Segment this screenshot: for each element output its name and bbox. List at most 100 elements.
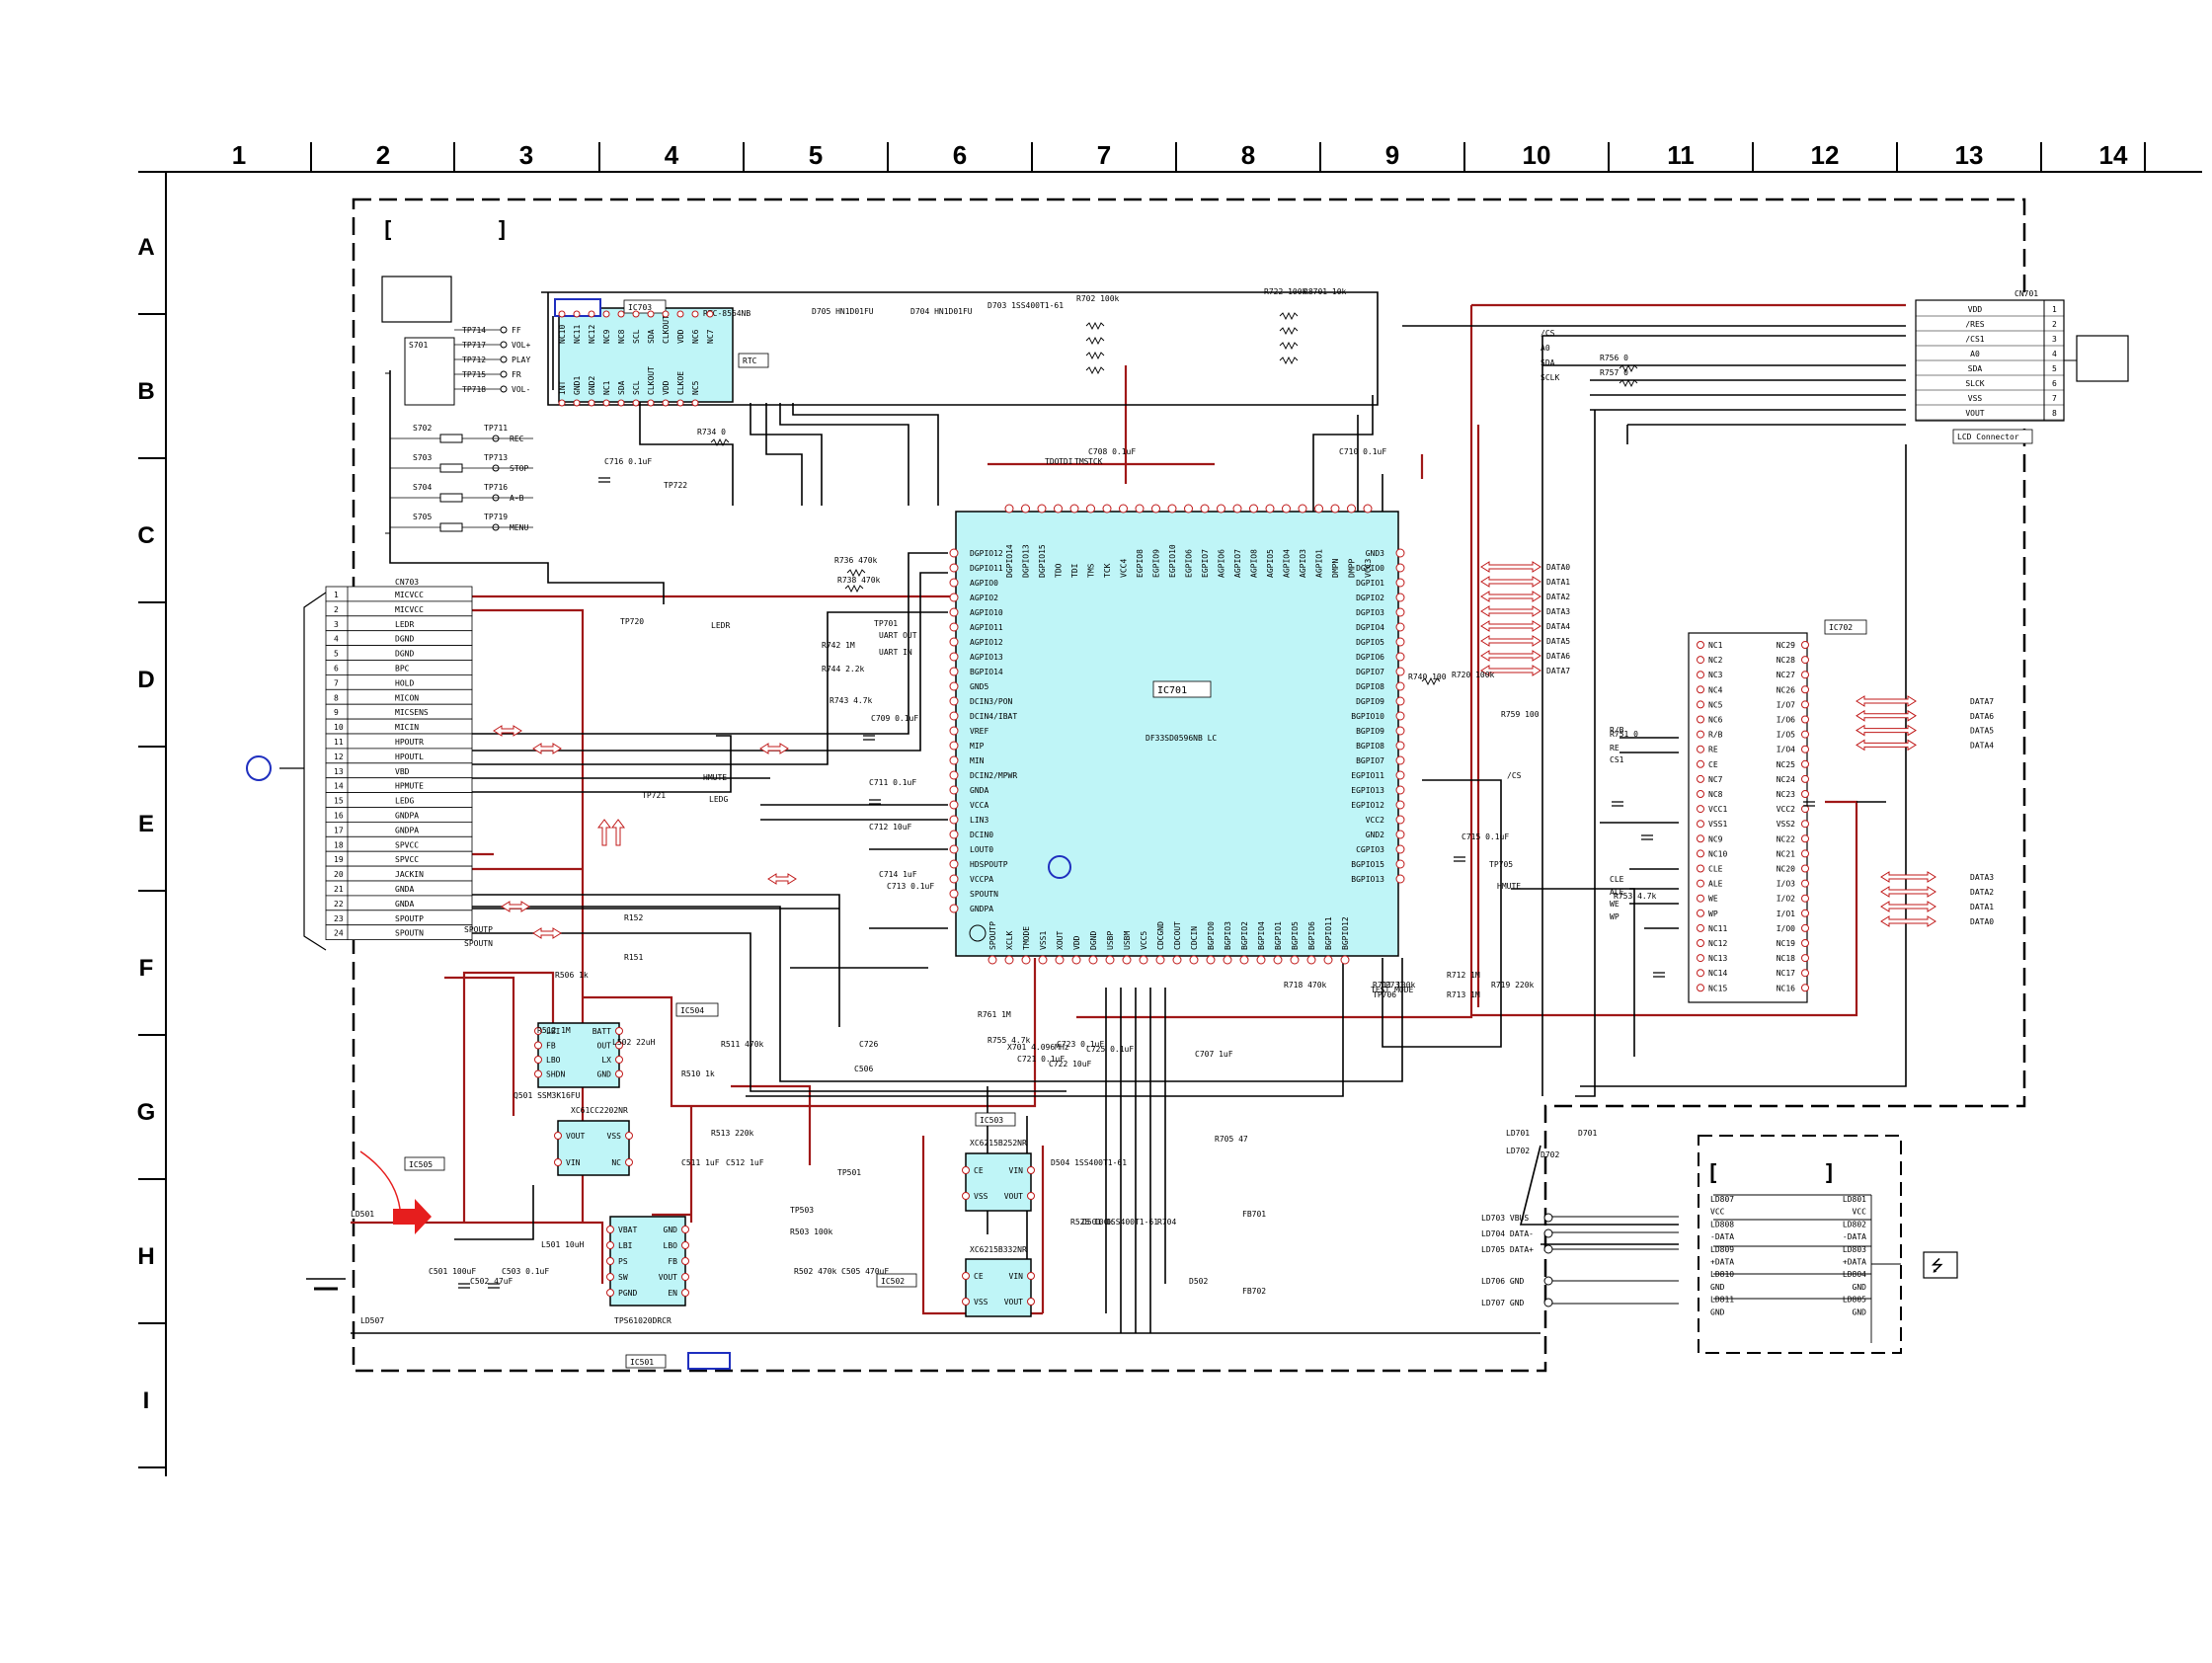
ic703-pin-dot: [662, 399, 670, 407]
ic701-pin-top: AGPIO5: [1266, 549, 1275, 578]
ic701-pin-bottom: USBM: [1123, 931, 1132, 950]
resistor-label: R757 0: [1600, 368, 1628, 377]
bus-arrow: [1856, 709, 1917, 722]
cn703-pin-19: SPVCC: [395, 855, 419, 864]
ic501-pin-right: GND: [664, 1226, 678, 1234]
grid-col-1: 1: [232, 140, 246, 170]
ic702-pin-dot: [1801, 745, 1809, 753]
cn703-pin-number: 23: [334, 914, 344, 923]
ic702-pin-dot: [1697, 954, 1704, 963]
cn701-pin-number: 2: [2052, 320, 2057, 329]
ic703-pin-dot: [588, 310, 595, 318]
signal-arrow: [759, 743, 789, 754]
cn703-pin-number: 12: [334, 752, 344, 761]
part-label: TP501: [837, 1168, 861, 1177]
ic702-pin-dot: [1801, 715, 1809, 724]
cn703-pin-cell: [325, 924, 473, 941]
ic702-pin-dot: [1801, 954, 1809, 963]
ic701-pin-top: AGPIO3: [1299, 549, 1307, 578]
ic701-pin-right: BGPIO7: [1356, 756, 1384, 765]
ic702-pin-left: NC2: [1708, 656, 1723, 665]
ic701-pin-dot: [1298, 504, 1307, 514]
ic703-part: RTC-8564NB: [703, 309, 750, 318]
ic701-pin-right: DGPIO7: [1356, 668, 1384, 676]
red-arrow-indicator: [393, 1199, 432, 1234]
control-signal-label: TMS: [1074, 457, 1089, 466]
ic703-pin: VDD: [662, 380, 671, 395]
resistor-glyph: [844, 584, 864, 594]
ic701-pin-left: BGPIO14: [970, 668, 1003, 676]
left-signal-label: UART IN: [879, 648, 912, 657]
usb-land-pad: [1543, 1213, 1553, 1223]
ic501-pin-left: PS: [618, 1257, 628, 1266]
ic701-pin-left: DCIN4/IBAT: [970, 712, 1017, 721]
ic702-pin-right: NC19: [1777, 939, 1795, 948]
ic701-pin-right: DGPIO3: [1356, 608, 1384, 617]
ic701-pin-dot: [1395, 844, 1405, 854]
signal-arrow: [532, 927, 562, 939]
grid-row-B: B: [137, 378, 154, 405]
ic701-pin-dot: [949, 681, 959, 691]
ic701-pin-dot: [1395, 800, 1405, 810]
resistor-glyph: [846, 568, 866, 578]
data-bus-label: DATA0: [1546, 563, 1570, 572]
cn703-pin-11: HPOUTR: [395, 738, 424, 747]
blue-marker-circle-ic701: [1048, 855, 1071, 879]
ic702-pin-right: VSS2: [1777, 820, 1795, 829]
capacitor-label: C721 0.1uF: [1017, 1055, 1065, 1064]
bus-arrow: [1856, 695, 1917, 707]
ic501-part: TPS61020DRCR: [614, 1316, 672, 1325]
ic502-part: XC6215B332NR: [970, 1245, 1027, 1254]
ic701-pin-bottom: BGPIO4: [1257, 921, 1266, 950]
cn703-pin-number: 14: [334, 782, 344, 791]
ic702-pin-dot: [1697, 774, 1704, 783]
cn703-pin-number: 21: [334, 885, 344, 894]
ic702-pin-dot: [1801, 759, 1809, 768]
ic503-pin-dot: [962, 1192, 970, 1200]
usb-left-label: LD807: [1710, 1195, 1734, 1204]
ic701-pin-right: DGPIO6: [1356, 653, 1384, 662]
control-signal-label: A0: [1540, 344, 1550, 353]
cn701-pin-3: /CS1: [1965, 335, 1984, 344]
bus-arrow: [1480, 620, 1541, 632]
flash-bus-label: DATA3: [1970, 873, 1994, 882]
cn703-pin-number: 8: [334, 693, 339, 702]
usb-land-label: LD704 DATA-: [1481, 1229, 1534, 1238]
ic503-pin-left: CE: [974, 1166, 984, 1175]
ic701-pin-dot: [1395, 681, 1405, 691]
bus-arrow: [1880, 871, 1936, 883]
ic701-pin-top: DGPIO15: [1038, 544, 1047, 578]
control-signal-label: ALE: [1610, 888, 1624, 897]
signal-arrow: [767, 873, 797, 885]
switch-body: [439, 434, 463, 443]
resistor-label: R740 100: [1408, 673, 1447, 681]
resistor-glyph: [1085, 351, 1105, 360]
ic702-pin-dot: [1697, 923, 1704, 932]
ic703-pin: NC8: [617, 329, 626, 344]
cn703-pin-15: LEDG: [395, 797, 414, 806]
ic504-pin-dot: [615, 1027, 623, 1035]
ic503-body: [965, 1152, 1032, 1212]
part-label: TP706: [1373, 990, 1396, 999]
usb-left-label: GND: [1710, 1307, 1725, 1316]
ic701-pin-left: MIP: [970, 742, 985, 751]
grid-col-6: 6: [953, 140, 967, 170]
ic703-pin-dot: [676, 310, 684, 318]
ic702-pin-dot: [1697, 834, 1704, 843]
ic701-pin-left: VCCA: [970, 801, 988, 810]
s701-switch-body: [404, 337, 455, 406]
ic701-pin-bottom: BGPIO1: [1274, 921, 1283, 950]
grid-col-14: 14: [2099, 140, 2128, 170]
ic702-pin-dot: [1697, 759, 1704, 768]
ic501-pin-right: LBO: [664, 1241, 678, 1250]
resistor-glyph: [1279, 326, 1299, 336]
ic701-pin-dot: [1088, 955, 1098, 965]
ic701-pin-dot: [988, 955, 997, 965]
bus-arrow: [1856, 724, 1917, 737]
part-label: TP705: [1489, 860, 1513, 869]
ic702-pin-left: NC5: [1708, 700, 1723, 709]
capacitor-glyph: [1641, 834, 1653, 840]
ic702-pin-dot: [1697, 849, 1704, 858]
usb-land-label: LD705 DATA+: [1481, 1245, 1534, 1254]
ic503-pin-left: VSS: [974, 1192, 988, 1201]
